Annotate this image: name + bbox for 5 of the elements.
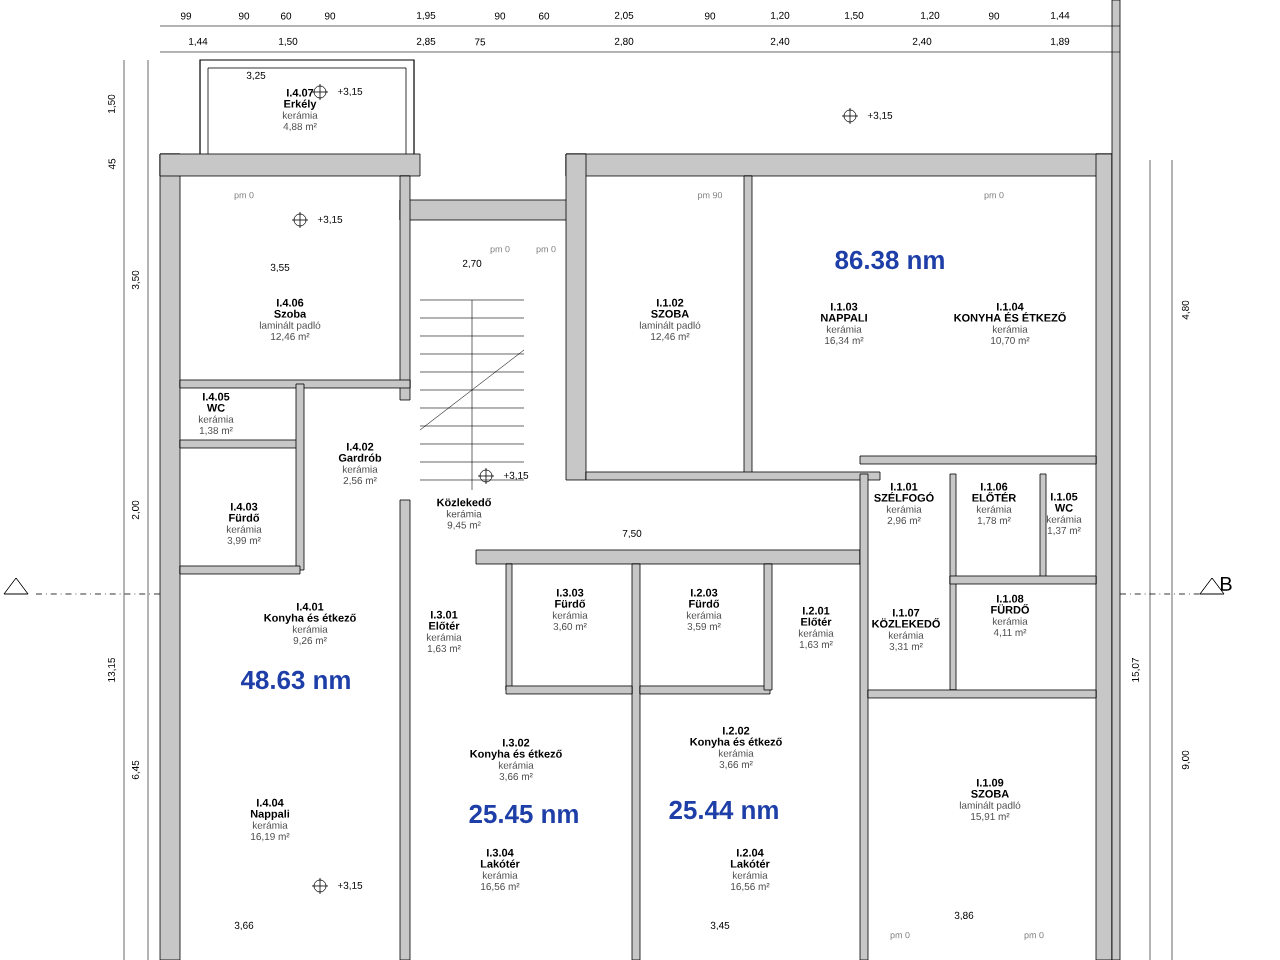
apartment-area-text: 25.45 nm xyxy=(469,804,578,824)
apartment-area-text: 25.44 nm xyxy=(669,800,778,820)
apartment-area-text: 48.63 nm xyxy=(241,670,350,690)
apartment-area-text: 86.38 nm xyxy=(835,250,944,270)
section-letter: B xyxy=(1221,577,1232,591)
